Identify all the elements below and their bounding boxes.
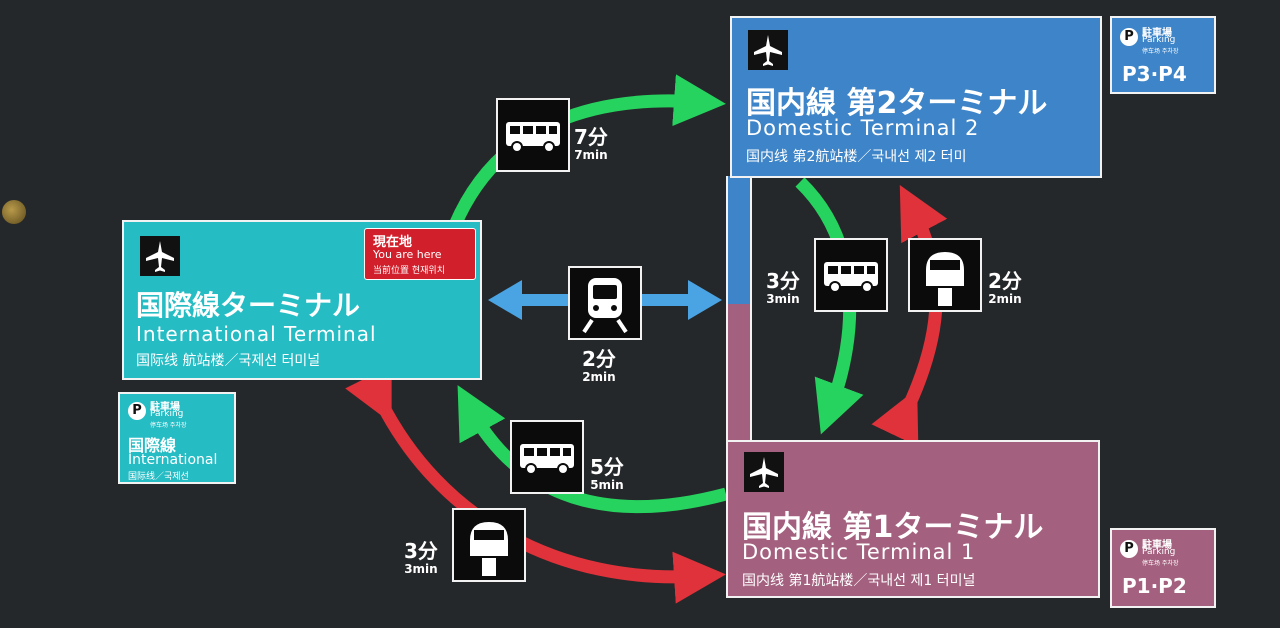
route-time-en: 3min [766, 292, 800, 306]
route-time-ja: 3分 [766, 269, 800, 293]
route-time-bus-7min: 7分 7min [574, 126, 608, 162]
you-are-here-en: You are here [373, 248, 442, 261]
parking-p3-p4-box[interactable]: P 駐車場 Parking 停车场 주차장 P3·P4 [1110, 16, 1216, 94]
bus-icon [496, 98, 570, 172]
parking-p1-p2-box[interactable]: P 駐車場 Parking 停车场 주차장 P1·P2 [1110, 528, 1216, 608]
you-are-here-sub: 当前位置 현재위치 [373, 266, 445, 276]
international-terminal-name-ja: 国際線ターミナル [136, 289, 361, 322]
train-front-icon [568, 266, 642, 340]
monorail-icon [452, 508, 526, 582]
parking-label-en: Parking [1142, 35, 1176, 45]
domestic-terminal-1-name-ja: 国内線 第1ターミナル [742, 510, 1044, 545]
route-time-en: 2min [582, 370, 616, 384]
route-time-en: 5min [590, 478, 624, 492]
international-terminal-name-sub: 国际线 航站楼／국제선 터미널 [136, 353, 321, 369]
bus-icon [510, 420, 584, 494]
domestic-connector-upper [726, 176, 752, 304]
international-terminal-name-en: International Terminal [136, 322, 377, 346]
parking-international-name-ja: 国際線 [128, 436, 177, 455]
parking-international-name-en: International [128, 452, 218, 468]
parking-label-ja: 駐車場 [150, 402, 180, 413]
you-are-here-badge: 現在地 You are here 当前位置 현재위치 [364, 228, 476, 280]
parking-label-en: Parking [1142, 547, 1176, 557]
parking-label-ja: 駐車場 [1142, 540, 1172, 551]
parking-icon: P [1120, 540, 1138, 558]
route-time-bus-5min: 5分 5min [590, 456, 624, 492]
route-time-monorail-2min: 2分 2min [988, 270, 1022, 306]
parking-label-sub: 停车场 주차장 [1142, 560, 1179, 567]
route-time-ja: 5分 [590, 455, 624, 479]
you-are-here-ja: 現在地 [373, 235, 413, 250]
wall-screw [2, 200, 26, 224]
airplane-icon [744, 452, 784, 492]
parking-lots-p3-p4: P3·P4 [1122, 62, 1187, 86]
bus-icon [814, 238, 888, 312]
domestic-terminal-2-name-ja: 国内線 第2ターミナル [746, 86, 1048, 121]
train-arrow-intl-dom2 [488, 280, 722, 320]
domestic-terminal-1-name-sub: 国内线 第1航站楼／국내선 제1 터미널 [742, 573, 976, 589]
domestic-terminal-2-name-en: Domestic Terminal 2 [746, 116, 980, 140]
domestic-terminal-2-box[interactable]: 国内線 第2ターミナル Domestic Terminal 2 国内线 第2航站… [730, 16, 1102, 178]
route-time-train-2min: 2分 2min [582, 348, 616, 384]
domestic-terminal-1-box[interactable]: 国内線 第1ターミナル Domestic Terminal 1 国内线 第1航站… [726, 440, 1100, 598]
parking-label-sub: 停车场 주차장 [1142, 48, 1179, 55]
domestic-terminal-1-name-en: Domestic Terminal 1 [742, 540, 976, 564]
route-time-ja: 7分 [574, 125, 608, 149]
route-time-ja: 3分 [404, 539, 438, 563]
airplane-icon [748, 30, 788, 70]
route-time-ja: 2分 [988, 269, 1022, 293]
route-time-en: 7min [574, 148, 608, 162]
monorail-icon [908, 238, 982, 312]
route-time-ja: 2分 [582, 347, 616, 371]
bus-arrow-intl-to-dom2 [449, 74, 726, 228]
route-time-en: 3min [404, 562, 438, 576]
parking-international-box[interactable]: P 駐車場 Parking 停车场 주차장 国際線 International … [118, 392, 236, 484]
parking-lots-p1-p2: P1·P2 [1122, 574, 1187, 598]
parking-icon: P [128, 402, 146, 420]
parking-icon: P [1120, 28, 1138, 46]
parking-international-name-sub: 国际线／국제선 [128, 472, 189, 482]
domestic-terminal-2-name-sub: 国内线 第2航站楼／국내선 제2 터미 [746, 149, 967, 165]
parking-label-sub: 停车场 주차장 [150, 422, 187, 429]
parking-label-ja: 駐車場 [1142, 28, 1172, 39]
domestic-connector-lower [726, 304, 752, 442]
domestic-connector-edge [750, 176, 752, 442]
route-time-en: 2min [988, 292, 1022, 306]
route-time-bus-3min: 3分 3min [766, 270, 800, 306]
parking-label-en: Parking [150, 409, 184, 419]
airplane-icon [140, 236, 180, 276]
route-time-monorail-3min: 3分 3min [404, 540, 438, 576]
